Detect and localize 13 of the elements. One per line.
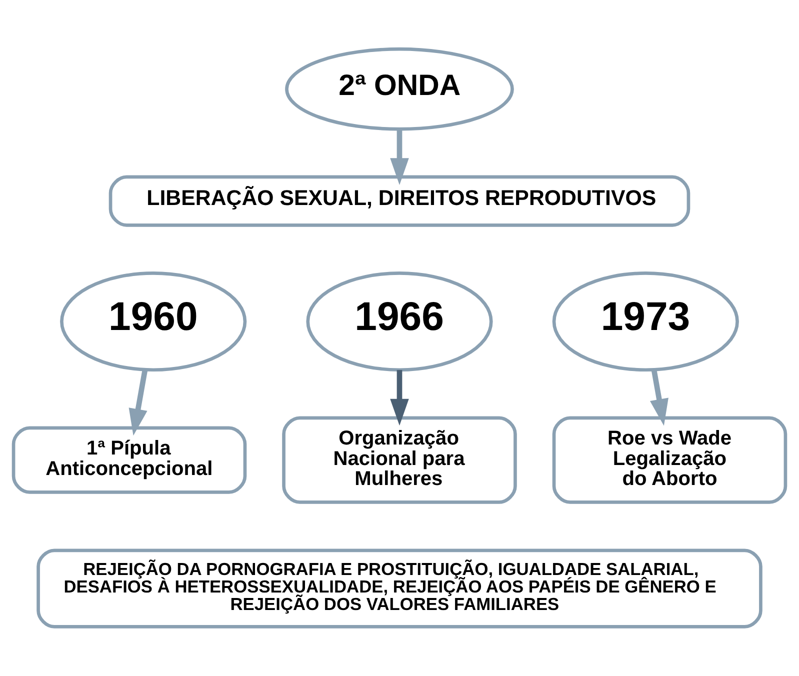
- node-box: Organização Nacional para Mulheres: [282, 416, 517, 504]
- node-ellipse: 1973: [552, 272, 739, 372]
- arrow: [390, 370, 409, 426]
- arrow: [650, 369, 668, 426]
- node-box: 1ª Pípula Anticoncepcional: [12, 426, 247, 494]
- node-ellipse: 1960: [60, 272, 247, 372]
- node-box: REJEIÇÃO DA PORNOGRAFIA E PROSTITUIÇÃO, IGUALDADE SALARIAL, DESAFIOS À HETEROSSEXUALIDADE, REJEIÇÃO AOS PAPÉIS DE GÊNERO E REJEIÇÃO DOS VALORES FAMILIARES: [36, 548, 762, 628]
- arrow: [128, 369, 148, 436]
- node-box: LIBERAÇÃO SEXUAL, DIREITOS REPRODUTIVOS: [108, 175, 690, 227]
- node-box: Roe vs Wade Legalização do Aborto: [552, 416, 788, 504]
- node-ellipse: 2ª ONDA: [285, 47, 514, 131]
- arrow: [390, 129, 409, 186]
- node-ellipse: 1966: [306, 272, 493, 372]
